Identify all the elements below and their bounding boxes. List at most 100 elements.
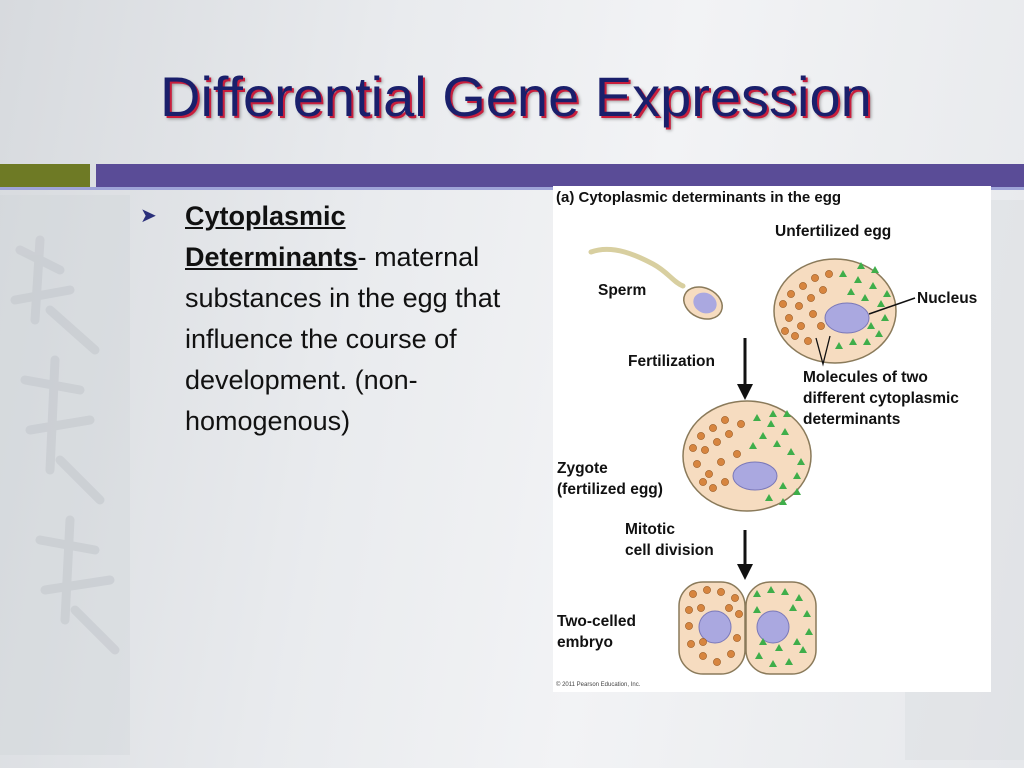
green-determinant [769,660,777,667]
orange-determinant [717,588,725,596]
orange-determinant [709,484,717,492]
green-determinant [847,288,855,295]
orange-determinant [737,420,745,428]
zygote-orange-determinants [689,416,745,492]
green-determinant [753,606,761,613]
green-determinant [781,428,789,435]
green-determinant [797,458,805,465]
orange-determinant [699,478,707,486]
green-determinant [839,270,847,277]
label-molecules-2: different cytoplasmic [803,390,959,407]
label-two-celled-1: Two-celled [557,613,636,630]
orange-determinant [733,450,741,458]
label-molecules-1: Molecules of two [803,369,928,386]
mitosis-arrow [737,530,753,580]
orange-determinant [797,322,805,330]
green-determinant [783,410,791,417]
green-determinant [867,322,875,329]
green-determinant [869,282,877,289]
figure-drawing [588,246,916,675]
zygote-green-determinants [749,410,805,505]
green-determinant [767,586,775,593]
orange-determinant [713,658,721,666]
orange-determinant [697,604,705,612]
bullet-chevron-icon: ➤ [140,205,157,227]
green-determinant [857,262,865,269]
green-determinant [769,410,777,417]
green-determinant [781,588,789,595]
orange-determinant [779,300,787,308]
orange-determinant [787,290,795,298]
orange-determinant [701,446,709,454]
label-zygote-2: (fertilized egg) [557,481,663,498]
green-determinant [753,414,761,421]
cytoplasmic-determinants-figure: (a) Cytoplasmic determinants in the egg … [553,186,991,692]
orange-determinant [725,604,733,612]
green-determinant [759,638,767,645]
egg-orange-determinants [779,270,833,345]
bullet-term: Cytoplasmic Determinants [185,201,358,272]
green-determinant [779,498,787,505]
title-divider-line [0,187,1024,190]
embryo-orange-determinants [685,586,743,666]
green-determinant [795,594,803,601]
figure-copyright: © 2011 Pearson Education, Inc. [556,682,641,688]
label-mitotic-1: Mitotic [625,521,675,538]
orange-determinant [781,327,789,335]
label-nucleus: Nucleus [917,290,978,307]
orange-determinant [687,640,695,648]
green-determinant [759,432,767,439]
label-zygote-1: Zygote [557,460,608,477]
sperm-cell [588,246,723,320]
label-molecules-3: determinants [803,411,901,428]
orange-determinant [795,302,803,310]
green-determinant [765,494,773,501]
green-determinant [805,628,813,635]
orange-determinant [689,444,697,452]
orange-determinant [699,652,707,660]
green-determinant [793,472,801,479]
green-determinant [755,652,763,659]
green-determinant [789,604,797,611]
green-determinant [773,440,781,447]
orange-determinant [735,610,743,618]
nucleus-pointer [868,297,916,315]
orange-determinant [807,294,815,302]
orange-determinant [785,314,793,322]
orange-determinant [819,286,827,294]
orange-determinant [825,270,833,278]
figure-heading: (a) Cytoplasmic determinants in the egg [556,189,842,206]
green-determinant [785,658,793,665]
orange-determinant [685,622,693,630]
orange-determinant [689,590,697,598]
orange-determinant [685,606,693,614]
green-determinant [854,276,862,283]
green-determinant [775,644,783,651]
orange-determinant [811,274,819,282]
fertilization-arrow [737,338,753,400]
orange-determinant [699,638,707,646]
green-determinant [877,300,885,307]
green-determinant [875,330,883,337]
label-unfertilized-egg: Unfertilized egg [775,223,892,240]
green-determinant [883,290,891,297]
orange-determinant [791,332,799,340]
orange-determinant [799,282,807,290]
orange-determinant [721,416,729,424]
bullet-point: ➤ Cytoplasmic Determinants- maternal sub… [140,196,515,442]
green-determinant [749,442,757,449]
label-sperm: Sperm [598,282,647,299]
label-two-celled-2: embryo [557,634,613,651]
label-mitotic-2: cell division [625,542,714,559]
title-divider-bar [96,164,1024,187]
bullet-body: maternal substances in the egg that infl… [185,242,501,436]
title-divider-accent [0,164,90,187]
molecules-pointer [815,335,831,367]
orange-determinant [709,424,717,432]
bullet-dash: - [357,242,367,272]
green-determinant [793,638,801,645]
orange-determinant [733,634,741,642]
orange-determinant [721,478,729,486]
orange-determinant [717,458,725,466]
green-determinant [753,590,761,597]
